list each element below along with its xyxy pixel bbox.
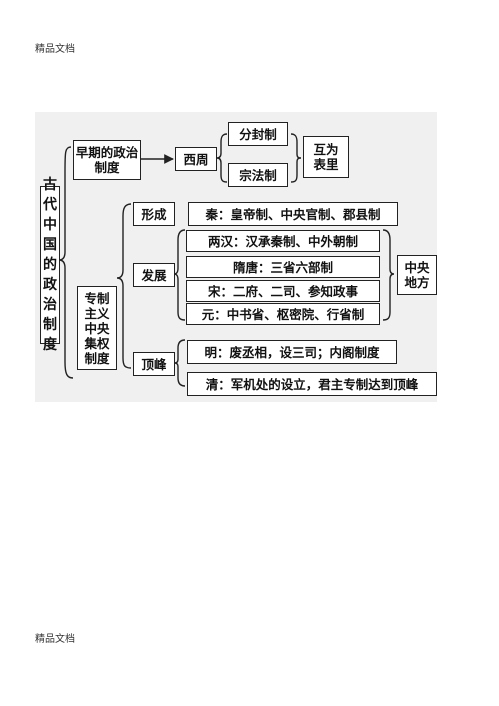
development-item-yuan: 元：中书省、枢密院、行省制: [186, 303, 380, 325]
development-label: 发展: [133, 263, 175, 287]
root-brace: [58, 146, 74, 379]
autocracy-box: 专制主义中央集权制度: [77, 286, 117, 370]
peak-item-ming: 明：废丞相，设三司；内阁制度: [187, 340, 397, 364]
central-local-box: 中央地方: [397, 255, 437, 295]
development-item-hanchao: 两汉：汉承秦制、中外朝制: [186, 230, 380, 252]
fenfeng-box: 分封制: [228, 122, 288, 146]
formation-label: 形成: [133, 202, 175, 226]
peak-item-qing: 清：军机处的设立，君主专制达到顶峰: [187, 372, 437, 396]
xizhou-box: 西周: [175, 147, 217, 171]
relation-box: 互为表里: [303, 136, 349, 178]
xizhou-brace: [216, 133, 228, 183]
header-watermark-bottom: 精品文档: [35, 634, 75, 645]
formation-content: 秦：皇帝制、中央官制、郡县制: [188, 202, 398, 226]
header-watermark-top: 精品文档: [35, 44, 75, 55]
development-item-suitang: 隋唐：三省六部制: [186, 256, 380, 278]
autocracy-brace: [116, 203, 132, 369]
zongfa-box: 宗法制: [228, 163, 288, 187]
peak-label: 顶峰: [133, 352, 175, 376]
political-system-diagram: 古代中国的政治制度 早期的政治制度 西周 分封制 宗法制 互为表里 专制主义中央…: [35, 112, 437, 402]
central-local-brace: [382, 229, 395, 321]
relation-brace: [290, 133, 302, 183]
root-box: 古代中国的政治制度: [40, 177, 60, 353]
development-item-song: 宋：二府、二司、参知政事: [186, 280, 380, 302]
early-system-box: 早期的政治制度: [73, 140, 141, 180]
development-brace: [173, 229, 186, 321]
peak-brace: [173, 339, 186, 387]
